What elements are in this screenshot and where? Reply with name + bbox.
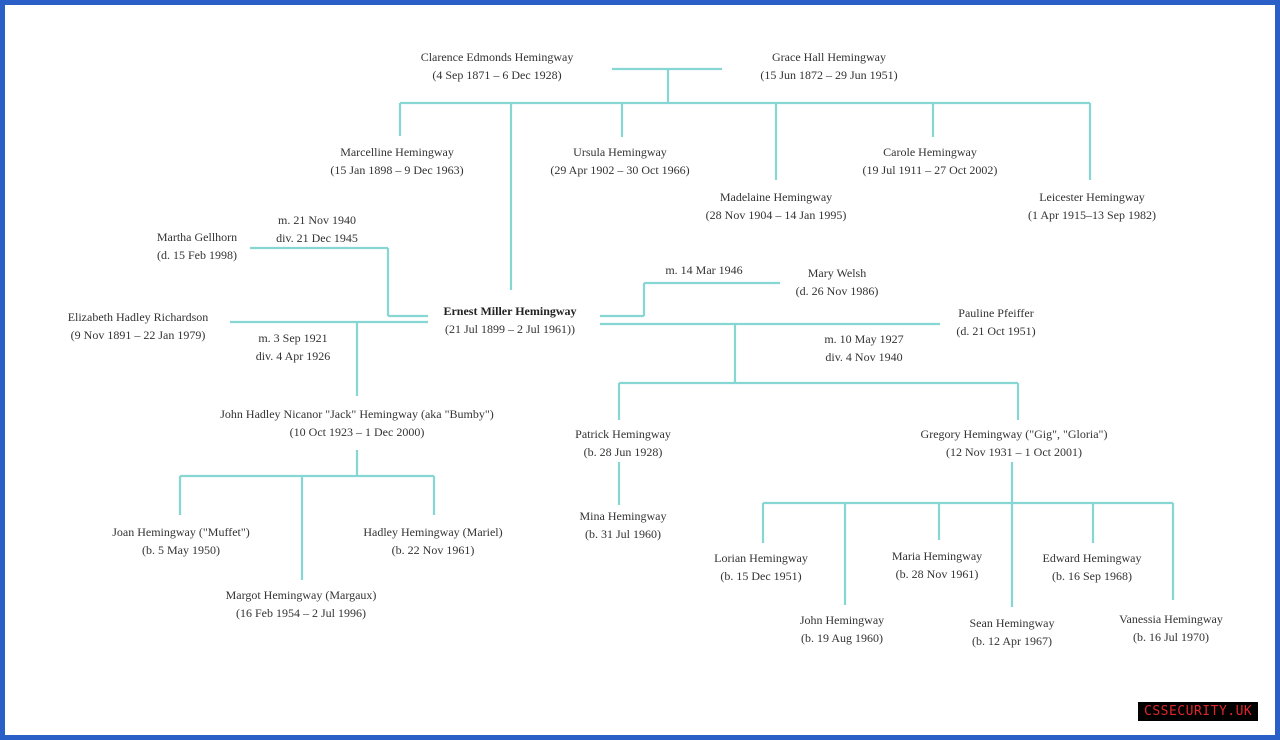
person-hadley: Hadley Hemingway (Mariel)(b. 22 Nov 1961…	[363, 525, 503, 557]
person-clarence: Clarence Edmonds Hemingway(4 Sep 1871 – …	[420, 50, 574, 82]
person-grace: Grace Hall Hemingway(15 Jun 1872 – 29 Ju…	[760, 50, 898, 82]
person-mina: Mina Hemingway(b. 31 Jul 1960)	[579, 509, 667, 541]
person-ernest: Ernest Miller Hemingway(21 Jul 1899 – 2 …	[443, 304, 577, 336]
watermark: CSSECURITY.UK	[1138, 702, 1259, 721]
person-pauline: Pauline Pfeiffer(d. 21 Oct 1951)	[956, 306, 1036, 338]
person-sean: Sean Hemingway(b. 12 Apr 1967)	[969, 616, 1055, 648]
person-martha: Martha Gellhorn(d. 15 Feb 1998)	[156, 230, 238, 262]
person-patrick: Patrick Hemingway(b. 28 Jun 1928)	[575, 427, 671, 459]
person-ursula: Ursula Hemingway(29 Apr 1902 – 30 Oct 19…	[550, 145, 690, 177]
marriage-mary: m. 14 Mar 1946	[665, 263, 743, 277]
person-lorian: Lorian Hemingway(b. 15 Dec 1951)	[714, 551, 808, 583]
person-marcelline: Marcelline Hemingway(15 Jan 1898 – 9 Dec…	[330, 145, 464, 177]
person-madelaine: Madelaine Hemingway(28 Nov 1904 – 14 Jan…	[705, 190, 847, 222]
person-leicester: Leicester Hemingway(1 Apr 1915–13 Sep 19…	[1028, 190, 1156, 222]
person-joan: Joan Hemingway ("Muffet")(b. 5 May 1950)	[112, 525, 250, 557]
person-elizabeth: Elizabeth Hadley Richardson(9 Nov 1891 –…	[67, 310, 209, 342]
person-maria: Maria Hemingway(b. 28 Nov 1961)	[891, 549, 983, 581]
person-gregory: Gregory Hemingway ("Gig", "Gloria")(12 N…	[920, 427, 1108, 459]
person-vanessia: Vanessia Hemingway(b. 16 Jul 1970)	[1119, 612, 1223, 644]
person-john: John Hemingway(b. 19 Aug 1960)	[799, 613, 885, 645]
person-edward: Edward Hemingway(b. 16 Sep 1968)	[1042, 551, 1142, 583]
person-carole: Carole Hemingway(19 Jul 1911 – 27 Oct 20…	[862, 145, 998, 177]
person-mary: Mary Welsh(d. 26 Nov 1986)	[795, 266, 879, 298]
person-jack: John Hadley Nicanor "Jack" Hemingway (ak…	[220, 407, 494, 439]
person-margot: Margot Hemingway (Margaux)(16 Feb 1954 –…	[225, 588, 377, 620]
